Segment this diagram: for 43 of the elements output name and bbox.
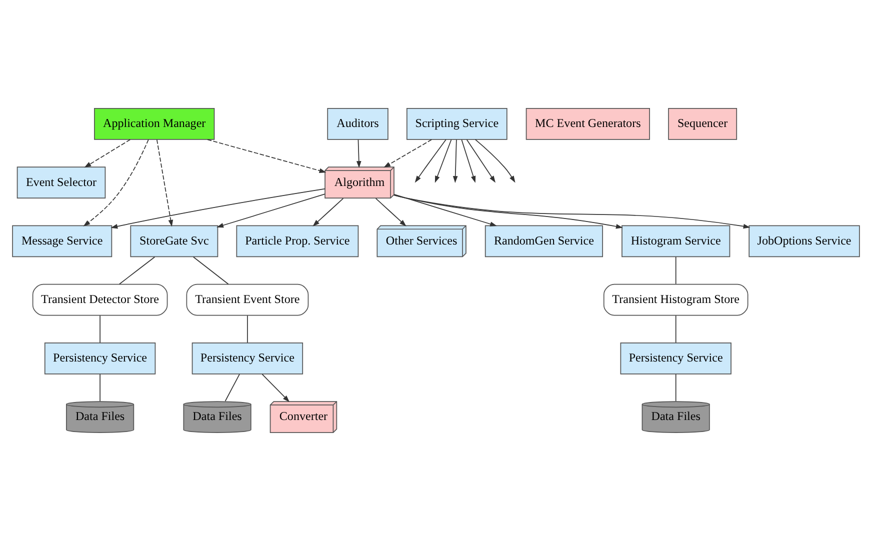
arrow	[156, 138, 174, 226]
node-box: Transient Detector Store	[32, 283, 168, 316]
arrow	[312, 197, 344, 226]
node-box: MC Event Generators	[526, 108, 650, 140]
connector	[224, 373, 240, 402]
arrow	[207, 138, 326, 172]
node-box: JobOptions Service	[748, 224, 860, 257]
arrow	[474, 138, 516, 182]
node-box: Histogram Service	[622, 224, 730, 257]
arrow	[414, 138, 446, 182]
arrow	[375, 197, 406, 226]
node-box: Transient Histogram Store	[603, 283, 748, 316]
node-box: StoreGate Svc	[130, 224, 218, 257]
arrow	[466, 138, 496, 182]
connector	[247, 314, 248, 342]
connector	[675, 373, 676, 402]
node-box: Transient Event Store	[186, 283, 309, 316]
arrow	[84, 138, 131, 168]
arrow	[83, 138, 149, 226]
node-box: Scripting Service	[406, 108, 508, 140]
node-box: Auditors	[327, 108, 388, 140]
arrow	[216, 193, 326, 228]
connector	[118, 256, 156, 284]
node-box: RandomGen Service	[484, 224, 603, 257]
node-box: Message Service	[12, 224, 112, 257]
node-box: Particle Prop. Service	[236, 224, 359, 257]
arrow	[452, 138, 458, 182]
node-box: Persistency Service	[44, 342, 156, 374]
node-box: Persistency Service	[620, 342, 732, 374]
arrow	[461, 138, 476, 182]
node-box: Persistency Service	[192, 342, 304, 374]
arrow	[262, 373, 290, 402]
connector	[192, 256, 229, 284]
connector	[675, 314, 676, 342]
connector	[675, 256, 676, 284]
arrow	[356, 138, 362, 168]
arrow	[110, 188, 326, 228]
node-box: Event Selector	[16, 166, 106, 198]
node-box: Application Manager	[94, 108, 215, 140]
arrow	[434, 138, 452, 182]
arrow	[384, 138, 432, 168]
node-box: Sequencer	[668, 108, 738, 140]
arrow	[394, 193, 497, 226]
